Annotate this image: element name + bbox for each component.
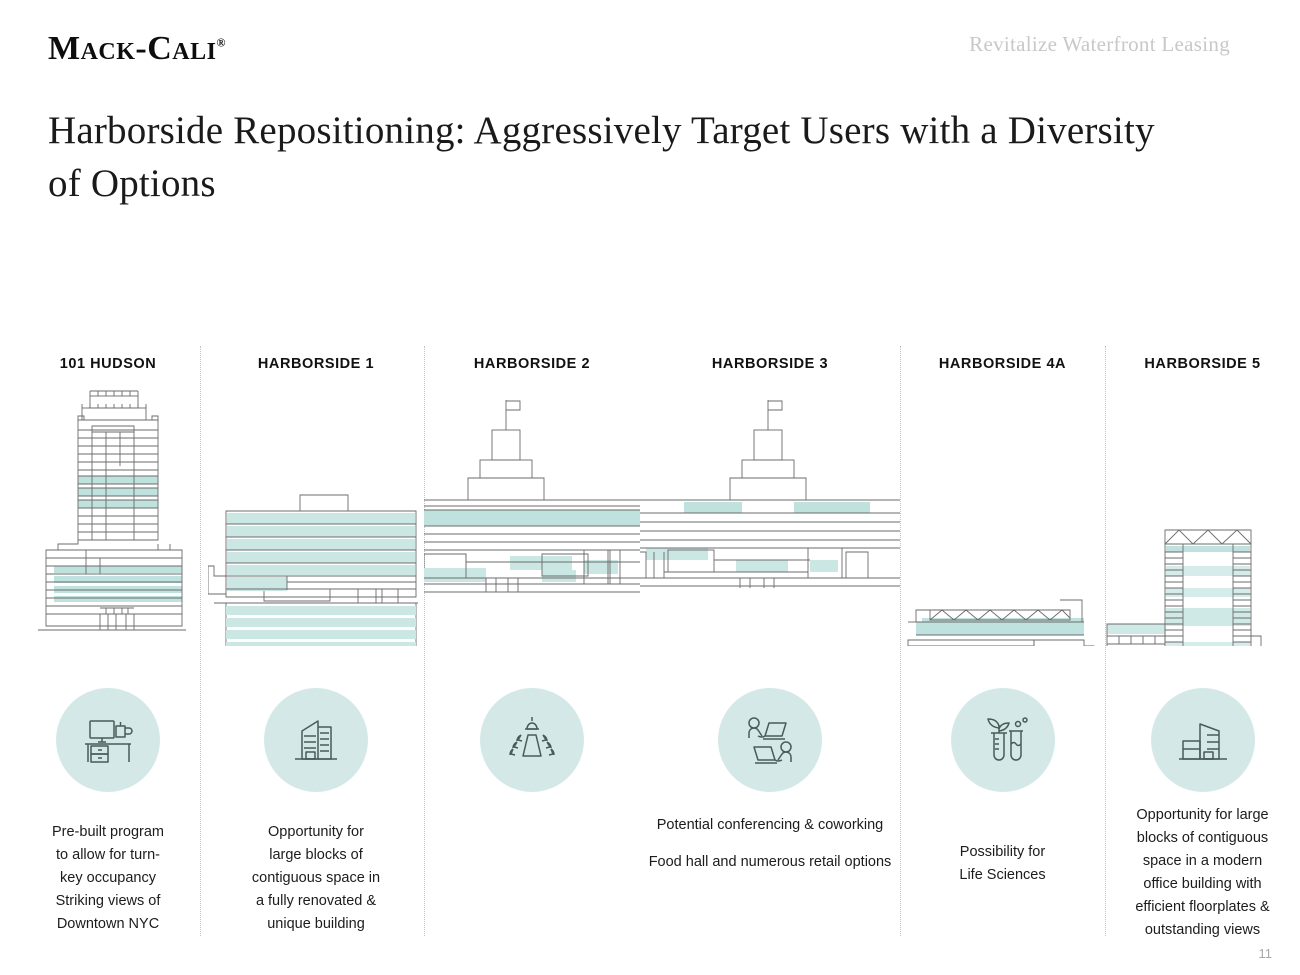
icon-office-buildings [264,688,368,792]
column-harborside-2: HARBORSIDE 2 [424,336,640,936]
column-divider-3 [900,346,901,936]
column-harborside-4a: HARBORSIDE 4A [900,336,1105,936]
desk-workstation-icon [85,720,133,763]
caption-harborside-2-3: Potential conferencing & coworking Food … [510,814,1030,874]
harborside-5-tower-illustration [1105,386,1300,646]
101-hudson-tower-illustration [16,386,200,646]
modern-office-building-icon [1178,723,1227,760]
harborside-2-tower-illustration [424,386,640,646]
icon-circle-harborside-5 [1150,688,1255,792]
column-header-harborside-5: HARBORSIDE 5 [1144,356,1261,372]
caption-harborside-5: Opportunity for large blocks of contiguo… [1135,807,1270,938]
shared-caption-line-1: Potential conferencing & coworking [656,817,884,833]
icon-circle-harborside-2 [480,688,584,792]
column-header-harborside-4a: HARBORSIDE 4A [938,356,1067,372]
icon-circle-harborside-1 [264,688,368,792]
column-harborside-1: HARBORSIDE 1 [208,336,424,936]
column-101-hudson: 101 HUDSON [16,336,200,936]
coworking-laptops-icon [748,717,792,764]
building-columns: 101 HUDSON [0,336,1300,938]
conference-table-icon [509,717,555,757]
icon-life-sciences [950,688,1055,792]
column-divider-1 [200,346,201,936]
icon-circle-101-hudson [56,688,160,792]
column-harborside-5: HARBORSIDE 5 [1105,336,1300,938]
shared-caption-line-2: Food hall and numerous retail options [648,853,892,870]
harborside-1-building-illustration [208,386,424,646]
column-header-harborside-2: HARBORSIDE 2 [473,356,591,372]
mack-cali-logo: Mack-Cali® [48,32,225,66]
icon-circle-harborside-4a [950,688,1055,792]
caption-101-hudson: Pre-built program to allow for turn- key… [51,824,164,932]
office-buildings-icon [295,720,337,760]
column-divider-4 [1105,346,1106,936]
icon-conference-table [480,688,584,792]
column-harborside-3: HARBORSIDE 3 [640,336,900,936]
caption-harborside-1: Opportunity for large blocks of contiguo… [251,824,381,932]
section-tag: Revitalize Waterfront Leasing [969,32,1230,56]
harborside-4a-building-illustration [900,386,1105,646]
icon-circle-harborside-3 [718,688,822,792]
life-sciences-test-tube-icon [986,717,1028,761]
icon-desk-workstation [56,688,160,792]
column-divider-2 [424,346,425,936]
page-number: 11 [1258,946,1273,961]
icon-modern-office-building [1150,688,1255,792]
caption-harborside-4a: Possibility for Life Sciences [959,844,1046,883]
harborside-3-tower-illustration [640,386,900,646]
registered-trademark-mark: ® [216,35,226,50]
icon-coworking-laptops [718,688,822,792]
logo-wordmark: Mack-Cali [48,30,217,67]
page-title: Harborside Repositioning: Aggressively T… [48,109,1155,206]
column-header-harborside-3: HARBORSIDE 3 [711,356,829,372]
column-header-harborside-1: HARBORSIDE 1 [257,356,375,372]
column-header-101-hudson: 101 HUDSON [59,356,157,372]
